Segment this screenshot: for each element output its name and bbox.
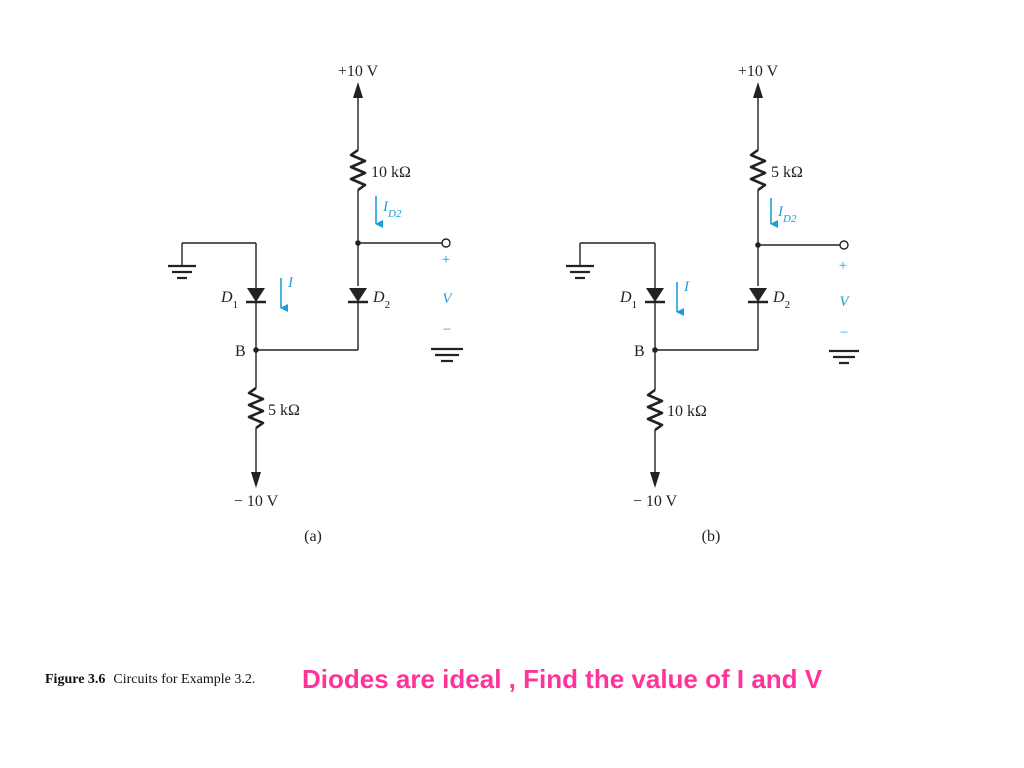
- v-plus-label: +: [839, 258, 847, 274]
- output-terminal: [441, 238, 451, 248]
- current-id2-label: ID2: [777, 204, 797, 225]
- top-supply-label: +10 V: [738, 63, 779, 80]
- bottom-resistor-label: 10 kΩ: [667, 403, 707, 420]
- resistor-bottom: [247, 386, 265, 430]
- node-b-dot: [253, 347, 259, 353]
- ground-icon: [168, 264, 196, 280]
- bottom-supply-label: − 10 V: [234, 493, 279, 510]
- node-b-dot: [652, 347, 658, 353]
- diode-d1-icon: [246, 288, 266, 304]
- top-resistor-label: 5 kΩ: [771, 164, 803, 181]
- v-label: V: [839, 294, 850, 310]
- resistor-bottom: [646, 388, 664, 432]
- d1-label: D1: [619, 289, 637, 311]
- circuit-b: +10 V 5 kΩ ID2 + V − D2: [566, 63, 859, 545]
- ground-icon: [566, 264, 594, 280]
- diode-d2-icon: [748, 288, 768, 304]
- v-label: V: [442, 291, 453, 307]
- diode-d1-icon: [645, 288, 665, 304]
- caption-text: Circuits for Example 3.2.: [113, 672, 256, 687]
- current-i-label: I: [683, 279, 690, 295]
- figure-number: Figure 3.6: [45, 672, 106, 687]
- circuit-a: +10 V 10 kΩ ID2 + V − D2: [168, 63, 463, 545]
- bottom-supply-label: − 10 V: [633, 493, 678, 510]
- v-minus-label: −: [840, 325, 848, 341]
- up-arrow-icon: [753, 82, 763, 98]
- d1-label: D1: [220, 289, 238, 311]
- bottom-resistor-label: 5 kΩ: [268, 402, 300, 419]
- current-i-label: I: [287, 275, 294, 291]
- ground-icon: [431, 347, 463, 363]
- top-supply-label: +10 V: [338, 63, 379, 80]
- output-terminal: [839, 240, 849, 250]
- d2-label: D2: [772, 289, 790, 311]
- v-minus-label: −: [443, 322, 451, 338]
- down-arrow-icon: [251, 472, 261, 488]
- question-text: Diodes are ideal , Find the value of I a…: [302, 664, 823, 694]
- up-arrow-icon: [353, 82, 363, 98]
- node-b-label: B: [235, 343, 246, 360]
- ground-icon: [829, 349, 859, 365]
- resistor-top: [349, 148, 367, 192]
- top-resistor-label: 10 kΩ: [371, 164, 411, 181]
- panel-label: (a): [304, 528, 322, 545]
- node-b-label: B: [634, 343, 645, 360]
- figure-caption: Figure 3.6 Circuits for Example 3.2.: [45, 672, 255, 688]
- panel-label: (b): [702, 528, 721, 545]
- resistor-top: [749, 148, 767, 192]
- d2-label: D2: [372, 289, 390, 311]
- current-id2-label: ID2: [382, 199, 402, 220]
- diode-d2-icon: [348, 288, 368, 304]
- v-plus-label: +: [442, 252, 450, 268]
- down-arrow-icon: [650, 472, 660, 488]
